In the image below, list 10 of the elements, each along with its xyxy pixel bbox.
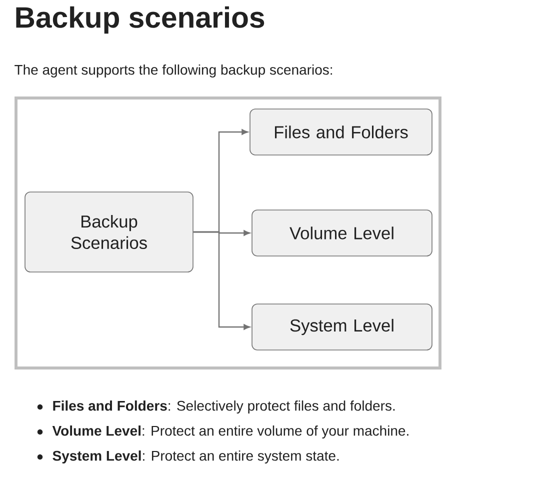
list-item: Files and Folders: Selectively protect files and folders. — [53, 400, 395, 414]
title: Backup scenarios — [16, 6, 264, 34]
process-box: Volume Level — [252, 210, 432, 256]
list-item: Volume Level: Protect an entire volume of your machine. — [52, 425, 408, 439]
list-item: System Level: Protect an entire system state. — [52, 450, 339, 464]
process-box: Backup Scenarios — [24, 192, 194, 272]
arrow — [193, 231, 250, 330]
intro-text: The agent supports the following backup scenarios: — [14, 64, 332, 78]
process-box: Files and Folders — [250, 108, 432, 156]
process-box: System Level — [252, 304, 432, 350]
